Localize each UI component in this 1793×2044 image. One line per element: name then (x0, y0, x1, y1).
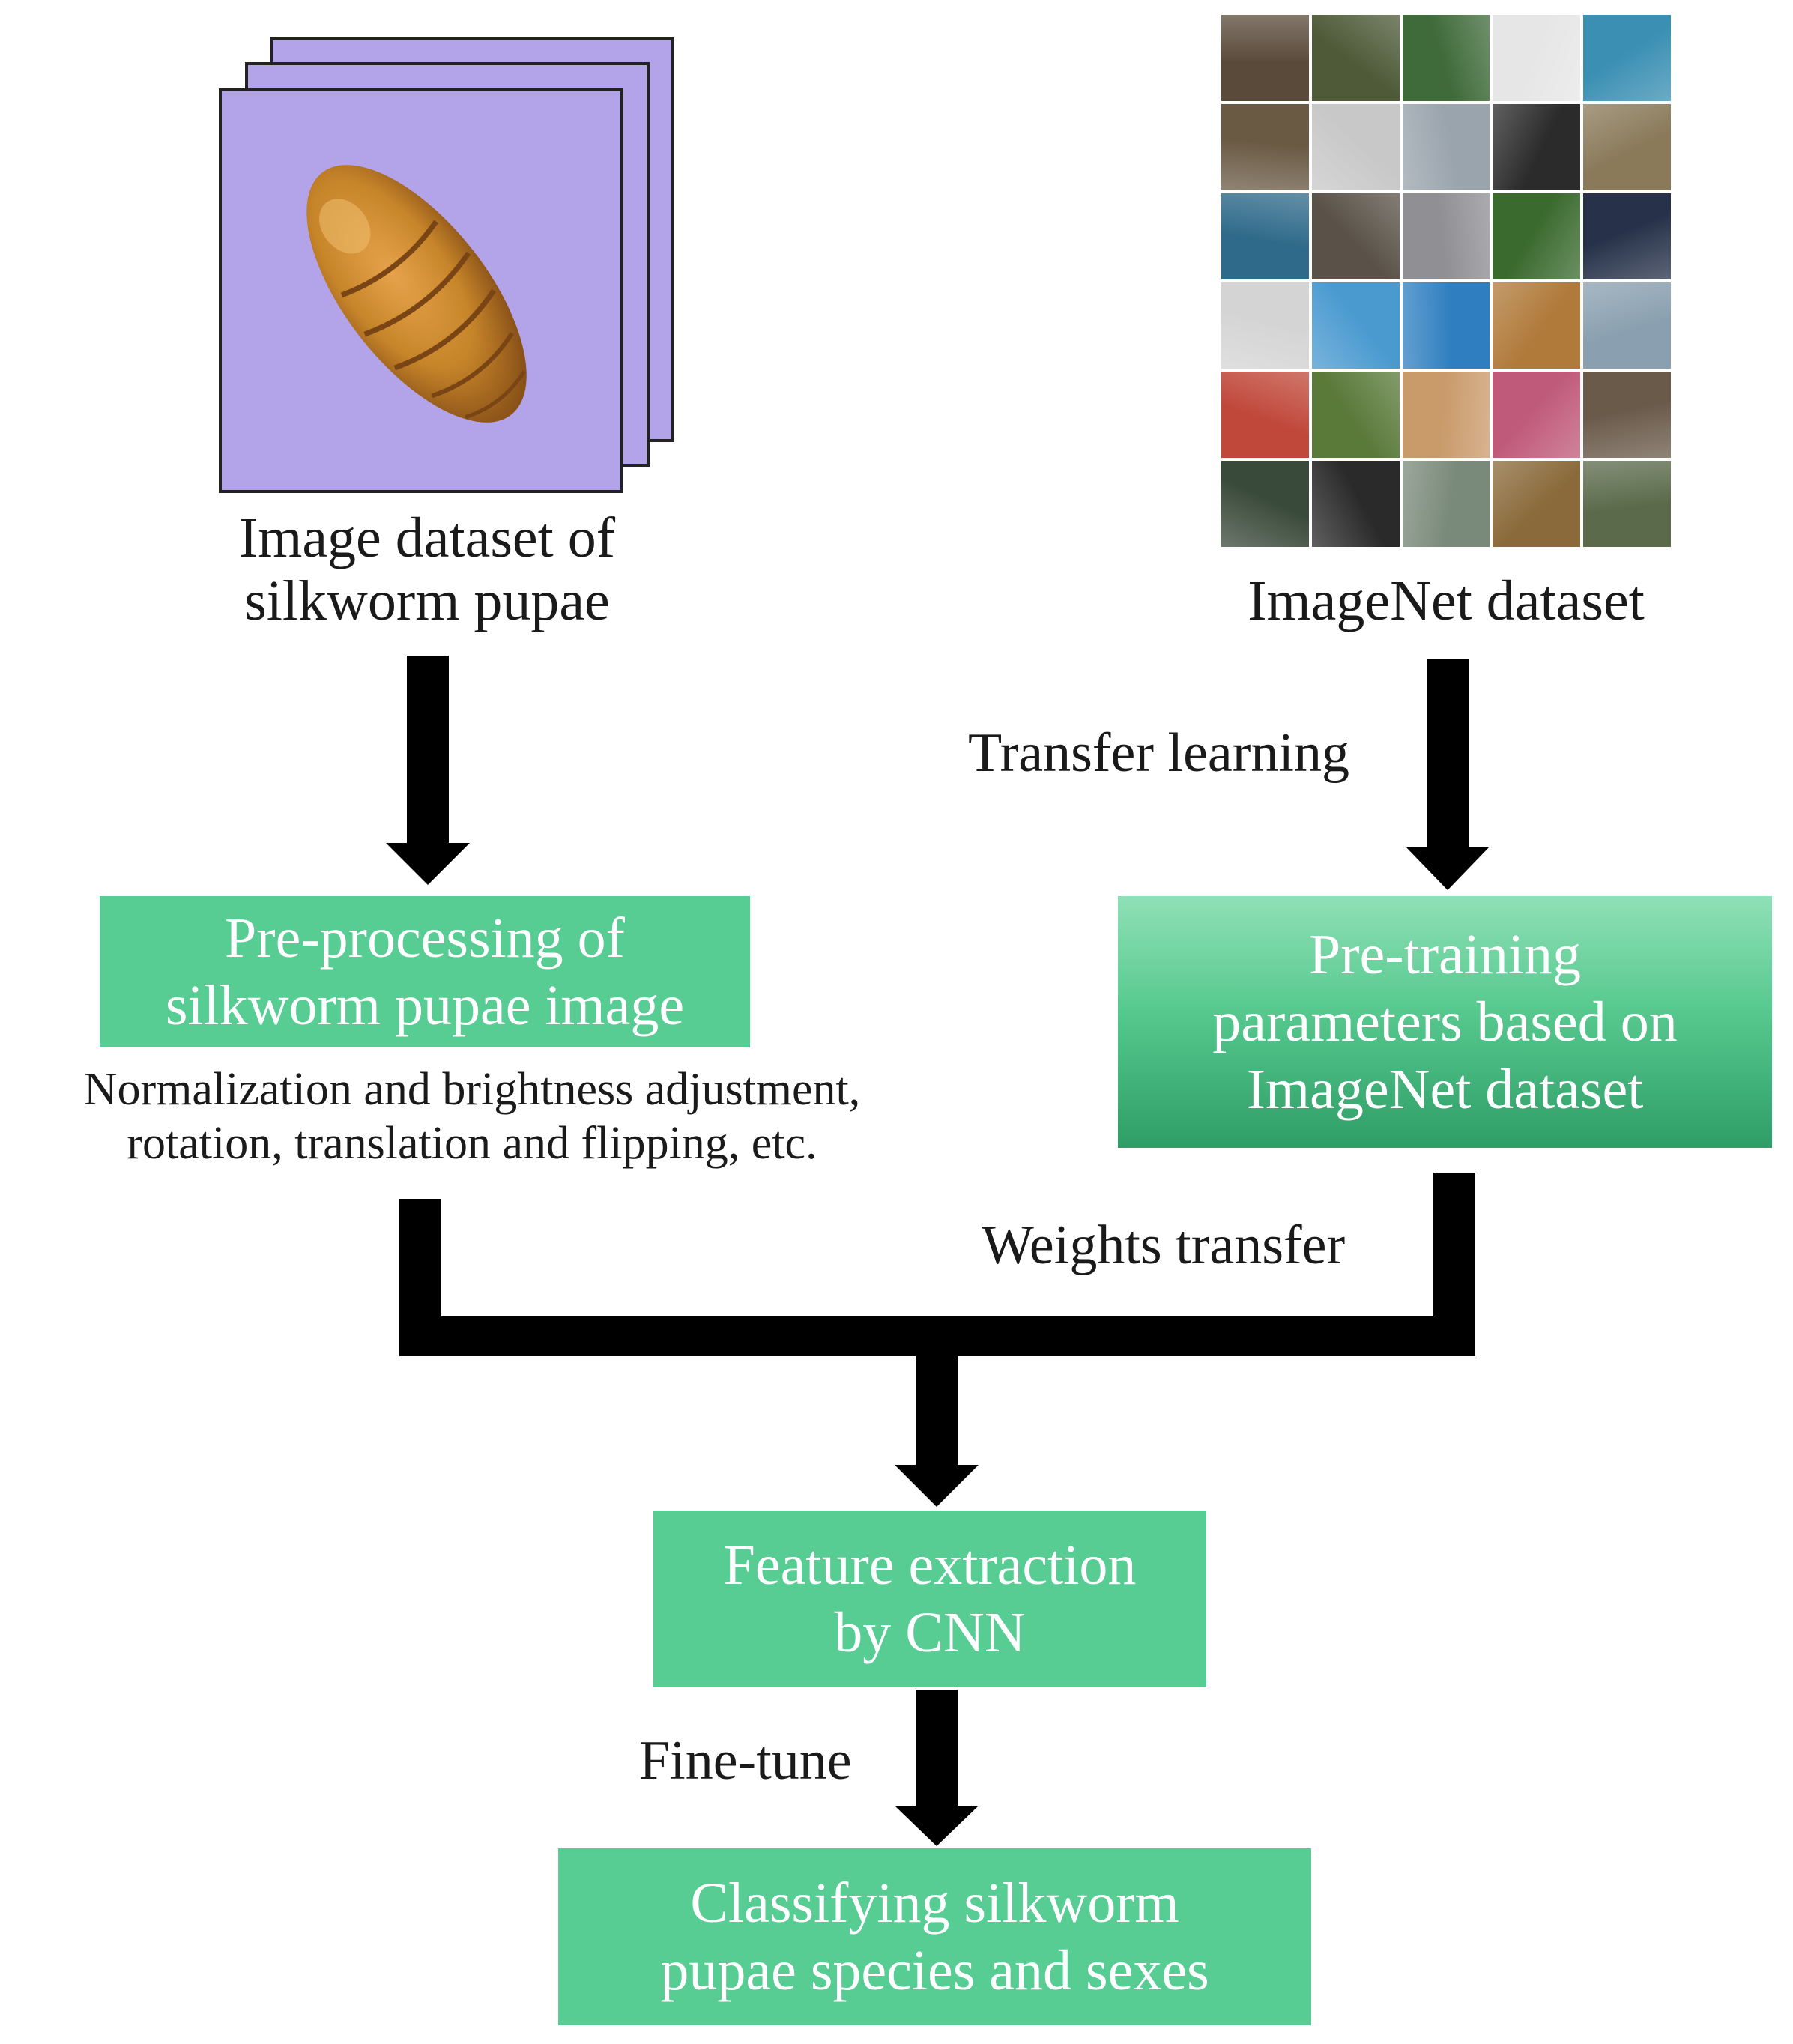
imagenet-thumbnail (1583, 15, 1671, 101)
imagenet-thumbnail (1221, 282, 1309, 369)
feature-extraction-box: Feature extraction by CNN (653, 1511, 1206, 1687)
arrow-head-merge-to-feature (895, 1465, 979, 1507)
pupae-dataset-label: Image dataset of silkworm pupae (238, 507, 616, 632)
imagenet-thumbnail (1493, 372, 1581, 458)
preprocessing-box: Pre-processing of silkworm pupae image (100, 896, 750, 1047)
imagenet-thumbnail (1493, 461, 1581, 547)
edge-label-weights-transfer: Weights transfer (982, 1215, 1346, 1276)
imagenet-thumbnail (1311, 15, 1400, 101)
imagenet-thumbnail (1402, 282, 1490, 369)
imagenet-thumbnail (1583, 461, 1671, 547)
arrow-shaft-merge-to-feature (916, 1355, 958, 1467)
classification-box-label: Classifying silkworm pupae species and s… (660, 1872, 1209, 2002)
imagenet-thumbnail (1402, 104, 1490, 190)
imagenet-thumbnail (1311, 104, 1400, 190)
imagenet-thumbnail (1221, 15, 1309, 101)
arrow-head-pupae-to-preprocessing (386, 843, 470, 885)
imagenet-thumbnail-grid (1221, 15, 1671, 547)
classification-box: Classifying silkworm pupae species and s… (558, 1848, 1311, 2025)
imagenet-thumbnail (1583, 282, 1671, 369)
silkworm-pupa-icon (306, 165, 527, 423)
imagenet-thumbnail (1493, 15, 1581, 101)
imagenet-thumbnail (1311, 461, 1400, 547)
pupae-image-front (219, 88, 623, 493)
imagenet-thumbnail (1583, 193, 1671, 279)
imagenet-thumbnail (1402, 15, 1490, 101)
preprocessing-note: Normalization and brightness adjustment,… (83, 1064, 861, 1169)
imagenet-dataset-label: ImageNet dataset (1248, 569, 1645, 632)
imagenet-thumbnail (1221, 461, 1309, 547)
imagenet-thumbnail (1311, 193, 1400, 279)
arrow-shaft-imagenet-to-pretraining (1427, 659, 1469, 850)
imagenet-thumbnail (1311, 372, 1400, 458)
feature-extraction-box-label: Feature extraction by CNN (723, 1534, 1137, 1664)
imagenet-thumbnail (1221, 193, 1309, 279)
pretraining-box-label: Pre-training parameters based on ImageNe… (1212, 923, 1678, 1121)
pretraining-box: Pre-training parameters based on ImageNe… (1118, 896, 1772, 1148)
imagenet-thumbnail (1583, 372, 1671, 458)
imagenet-thumbnail (1583, 104, 1671, 190)
edge-label-transfer-learning: Transfer learning (968, 722, 1349, 784)
imagenet-thumbnail (1402, 193, 1490, 279)
imagenet-thumbnail (1402, 461, 1490, 547)
imagenet-thumbnail (1402, 372, 1490, 458)
arrow-shaft-pupae-to-preprocessing (407, 656, 449, 847)
edge-label-fine-tune: Fine-tune (639, 1730, 852, 1791)
connector-horizontal (399, 1316, 1475, 1356)
imagenet-thumbnail (1493, 282, 1581, 369)
imagenet-thumbnail (1221, 104, 1309, 190)
arrow-shaft-feature-to-classification (916, 1690, 958, 1809)
arrow-head-imagenet-to-pretraining (1406, 847, 1490, 890)
preprocessing-box-label: Pre-processing of silkworm pupae image (165, 907, 685, 1037)
imagenet-thumbnail (1493, 104, 1581, 190)
imagenet-thumbnail (1493, 193, 1581, 279)
imagenet-thumbnail (1311, 282, 1400, 369)
arrow-head-feature-to-classification (895, 1806, 979, 1846)
imagenet-thumbnail (1221, 372, 1309, 458)
